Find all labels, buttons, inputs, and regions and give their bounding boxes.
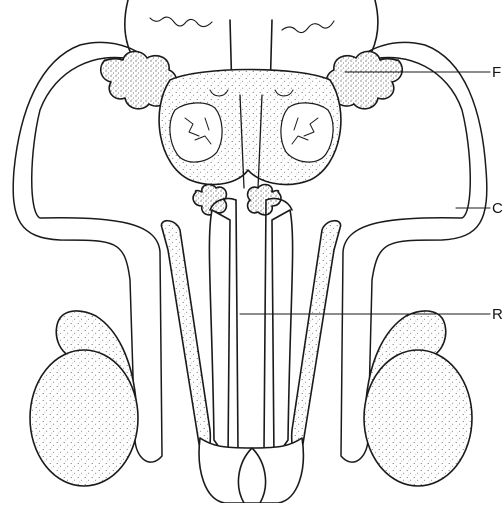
label-bottom: R <box>492 306 503 323</box>
label-top: F <box>492 64 501 81</box>
corpus-spongiosum <box>209 210 292 460</box>
corpus-cavernosum-left <box>161 221 210 455</box>
testis-right <box>364 350 472 486</box>
prostate-lobes-left <box>170 103 222 162</box>
bladder-wall-texture <box>150 17 334 32</box>
prostate-lobes-right <box>281 103 333 162</box>
corpus-cavernosum-right <box>292 221 341 455</box>
bulbourethral-gland-right <box>248 185 281 215</box>
testis-left <box>30 350 138 486</box>
penile-urethra <box>236 200 266 450</box>
label-mid: C <box>492 200 503 217</box>
